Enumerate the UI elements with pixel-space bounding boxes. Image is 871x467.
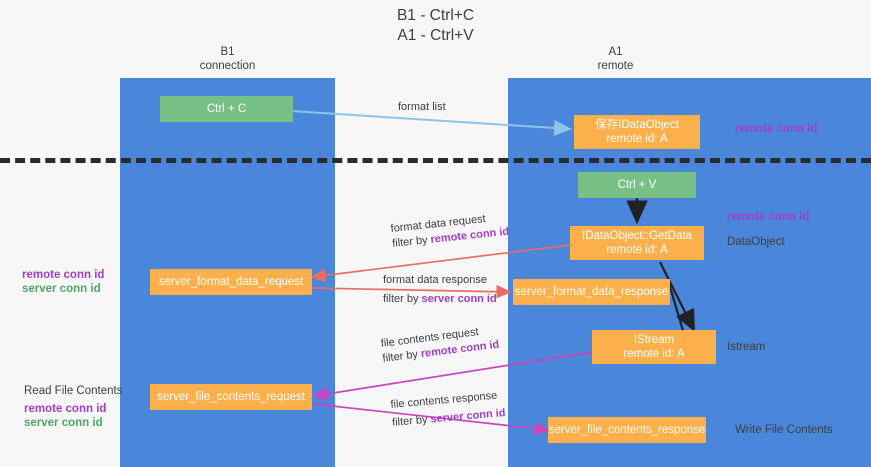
right-label-remote-conn-id-top: remote conn id [735, 123, 818, 135]
filter-prefix: filter by [381, 348, 422, 365]
node-save-idataobject-line2: remote id: A [606, 133, 668, 145]
node-server-file-contents-response-label: server_file_contents_response [548, 424, 706, 436]
node-ctrl-v-label: Ctrl + V [617, 179, 657, 191]
filter-prefix: filter by [391, 413, 432, 429]
node-server-file-contents-request[interactable]: server_file_contents_request [150, 384, 312, 410]
left-label-remote-conn-id-mid: remote conn id [22, 269, 105, 281]
lane-header-b1-line1: B1 [220, 46, 235, 58]
lane-header-a1-line1: A1 [608, 46, 623, 58]
node-ctrl-v[interactable]: Ctrl + V [578, 172, 696, 198]
node-save-idataobject[interactable]: 保存IDataObject remote id: A [574, 115, 700, 149]
node-save-idataobject-line1: 保存IDataObject [595, 119, 679, 131]
node-getdata-line1: IDataObject::GetData [582, 230, 692, 242]
arrow-label-format-data-response: format data response filter by server co… [383, 273, 497, 307]
left-label-read-file-contents: Read File Contents [24, 385, 123, 397]
arrow-label-file-contents-response: file contents response filter by server … [390, 388, 506, 431]
arrow-label-format-data-response-line1: format data response [383, 274, 487, 286]
lane-header-b1-line2: connection [199, 60, 256, 72]
right-label-remote-conn-id-mid: remote conn id [727, 211, 810, 223]
title-line-1: B1 - Ctrl+C [396, 7, 475, 24]
arrow-label-file-contents-request: file contents request filter by remote c… [380, 323, 500, 367]
node-server-format-data-request-label: server_format_data_request [158, 276, 304, 288]
node-ctrl-c-label: Ctrl + C [206, 103, 247, 115]
arrow-label-format-data-request: format data request filter by remote con… [390, 210, 510, 252]
diagram-title: B1 - Ctrl+C A1 - Ctrl+V [0, 6, 871, 46]
node-server-format-data-response[interactable]: server_format_data_response [513, 279, 670, 305]
lane-header-b1: B1 connection [120, 45, 335, 73]
node-idataobject-getdata[interactable]: IDataObject::GetData remote id: A [570, 226, 704, 260]
right-label-istream: Istream [727, 341, 766, 353]
left-label-server-conn-id-mid: server conn id [22, 283, 101, 295]
title-line-2: A1 - Ctrl+V [397, 27, 474, 44]
node-getdata-line2: remote id: A [606, 244, 668, 256]
lane-header-a1-line2: remote [597, 60, 634, 72]
node-istream[interactable]: IStream remote id: A [592, 330, 716, 364]
arrow-label-format-list: format list [398, 101, 446, 113]
arrow-label-format-data-response-line2: filter by server conn id [383, 292, 497, 307]
left-label-remote-conn-id-bottom: remote conn id [24, 403, 107, 415]
lane-header-a1: A1 remote [508, 45, 723, 73]
node-server-file-contents-response[interactable]: server_file_contents_response [548, 417, 706, 443]
node-istream-line2: remote id: A [623, 348, 685, 360]
filter-value: server conn id [421, 293, 497, 305]
right-label-write-file-contents: Write File Contents [735, 424, 833, 436]
left-label-server-conn-id-bottom: server conn id [24, 417, 103, 429]
node-server-format-data-response-label: server_format_data_response [514, 286, 669, 298]
node-server-file-contents-request-label: server_file_contents_request [157, 391, 305, 403]
filter-prefix: filter by [383, 293, 422, 305]
filter-value: server conn id [430, 407, 506, 426]
node-istream-line1: IStream [633, 334, 675, 346]
section-divider [0, 158, 871, 163]
node-server-format-data-request[interactable]: server_format_data_request [150, 269, 312, 295]
filter-prefix: filter by [391, 233, 432, 250]
right-label-dataobject: DataObject [727, 236, 785, 248]
node-ctrl-c[interactable]: Ctrl + C [160, 96, 293, 122]
